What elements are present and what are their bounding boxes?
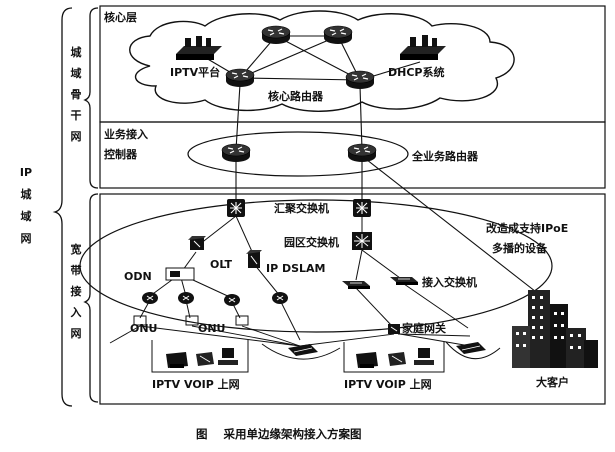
bras-ellipse <box>187 131 409 177</box>
svg-text:网: 网 <box>21 232 32 245</box>
aggregation-switch-label: 汇聚交换机 <box>274 201 329 215</box>
svg-text:网: 网 <box>71 130 82 143</box>
bras-layer-box <box>99 121 606 189</box>
full-service-router-label: 全业务路由器 <box>411 149 479 163</box>
left-services-label: IPTV VOIP 上网 <box>152 377 240 391</box>
upgrade-note-line1: 改造成支持IPoE <box>486 221 568 235</box>
core-cloud <box>129 10 515 112</box>
left-gateway-arc <box>261 343 341 360</box>
onu-icon <box>141 291 159 305</box>
svg-text:域: 域 <box>71 66 82 80</box>
iptv-server-icon <box>176 36 222 60</box>
aggregation-switch-icon <box>352 198 372 218</box>
olt-label: OLT <box>210 258 233 271</box>
right-services-label: IPTV VOIP 上网 <box>344 377 432 391</box>
right-gateway-icon <box>456 342 486 354</box>
home-gateway-link <box>399 333 471 347</box>
svg-text:宽: 宽 <box>70 242 82 256</box>
home-gateway-icon <box>388 324 400 334</box>
home-gateway-label: 家庭网关 <box>402 321 446 335</box>
ip-dslam-label: IP DSLAM <box>266 262 326 275</box>
svg-text:IP: IP <box>20 166 32 179</box>
ip-metro-label: IP 城 域 网 <box>20 166 32 245</box>
dhcp-system-label: DHCP系统 <box>388 65 444 79</box>
left-gateway-icon <box>288 344 318 356</box>
svg-text:骨: 骨 <box>71 88 82 101</box>
bras-label-line1: 业务接入 <box>104 127 148 141</box>
access-area-ellipse <box>79 199 553 333</box>
onu-left-label: ONU <box>130 322 158 335</box>
svg-text:入: 入 <box>71 306 82 319</box>
right-home-devices <box>343 342 445 373</box>
big-customer-label: 大客户 <box>536 375 569 389</box>
right-gateway-arc <box>445 341 501 360</box>
onu-icon <box>223 293 241 307</box>
core-router-label: 核心路由器 <box>268 89 324 103</box>
iptv-platform-label: IPTV平台 <box>170 65 220 79</box>
aggregation-switch-icon <box>226 198 246 218</box>
olt-icon <box>188 236 206 250</box>
onu-icon <box>271 291 289 305</box>
svg-text:域: 域 <box>21 209 32 223</box>
dhcp-server-icon <box>400 35 446 60</box>
uplinks <box>235 155 541 296</box>
left-home-devices <box>151 340 249 373</box>
campus-switch-icon <box>352 232 372 250</box>
svg-text:城: 城 <box>21 187 32 201</box>
big-customer-building-icon <box>512 290 598 368</box>
core-router-icon <box>261 25 291 45</box>
figure-caption: 图 采用单边缘架构接入方案图 <box>196 427 362 441</box>
access-links <box>139 215 471 341</box>
core-layer-label: 核心层 <box>104 10 137 24</box>
campus-switch-label: 园区交换机 <box>284 235 339 249</box>
access-layer-box <box>99 193 606 405</box>
access-switch-icon <box>389 276 419 286</box>
onu-right-label: ONU <box>198 322 226 335</box>
upgrade-note-line2: 多播的设备 <box>492 241 548 255</box>
odn-label: ODN <box>124 270 152 283</box>
ip-dslam-icon <box>246 250 262 268</box>
backbone-brace <box>83 7 99 189</box>
svg-text:干: 干 <box>71 109 82 122</box>
core-router-icon <box>323 25 353 45</box>
svg-text:带: 带 <box>71 263 82 277</box>
access-switch-icon <box>341 280 371 290</box>
svg-text:接: 接 <box>71 284 82 298</box>
onu-box-icon <box>133 315 249 326</box>
odn-splitter-icon <box>165 267 195 281</box>
core-router-icon <box>225 68 255 88</box>
ip-metro-brace <box>52 7 73 407</box>
access-switch-label: 接入交换机 <box>422 275 477 289</box>
onu-icon <box>177 291 195 305</box>
home-links <box>109 325 395 347</box>
backbone-label: 城 域 骨 干 网 <box>71 45 82 143</box>
core-router-icon <box>345 70 375 90</box>
svg-text:城: 城 <box>71 45 82 59</box>
svg-text:网: 网 <box>71 327 82 340</box>
bras-label-line2: 控制器 <box>104 147 138 161</box>
access-network-label: 宽 带 接 入 网 <box>70 242 82 340</box>
access-brace <box>83 193 99 403</box>
